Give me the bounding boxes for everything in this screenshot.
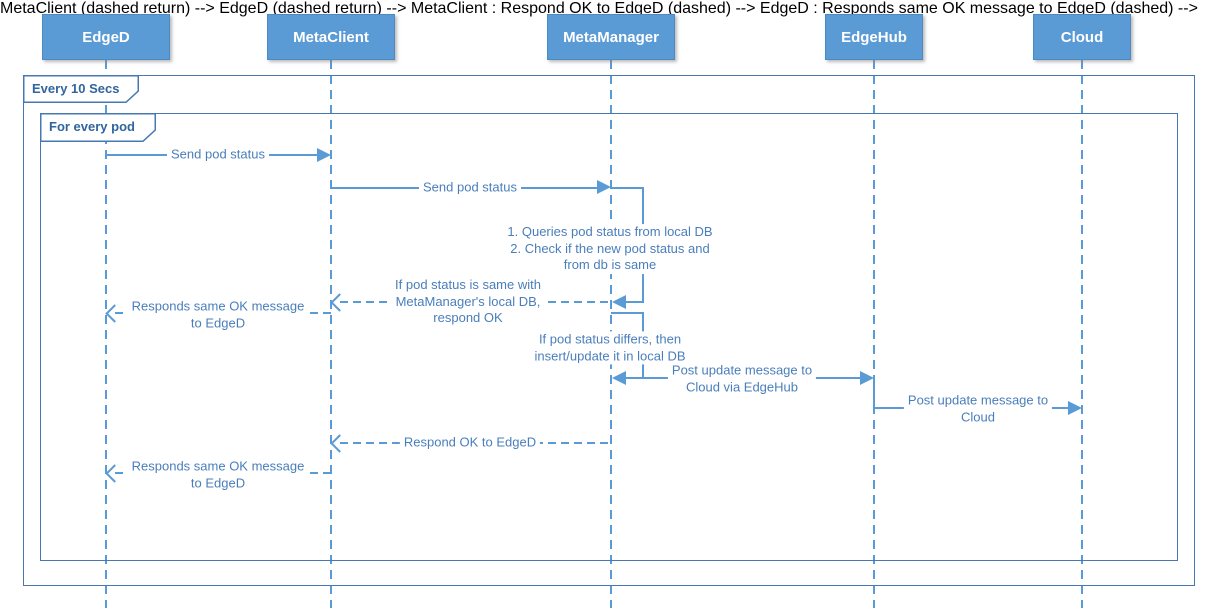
message-label-post-update-cloud: Post update message to Cloud [903,392,1053,426]
selfloop1-bottom-line [624,301,644,303]
actor-cloud: Cloud [1033,14,1131,60]
message-label-respond-ok-same: If pod status is same with MetaManager's… [391,277,545,327]
arrowhead-filled-left-icon [612,295,626,309]
message-elbow-edgehub [873,379,875,408]
lifeline-metaclient [330,60,332,608]
message-label-send-pod-status-1: Send pod status [167,146,269,164]
actor-metamanager: MetaManager [547,14,675,60]
fragment-for-every-pod [40,113,1178,561]
fragment-label-text: For every pod [49,119,135,134]
arrowhead-filled-right-icon [1068,401,1082,415]
fragment-label-shape [23,75,139,103]
fragment-label-every-10-secs: Every 10 Secs [23,75,139,103]
fragment-label-text: Every 10 Secs [32,81,120,96]
fragment-every-10-secs [23,75,1195,586]
arrowhead-filled-left-icon [612,371,626,385]
actor-metaclient: MetaClient [267,14,395,60]
actor-edgehub: EdgeHub [825,14,923,60]
message-label-responds-same-ok-1: Responds same OK message to EdgeD [127,298,309,332]
message-label-post-update-edgehub: Post update message to Cloud via EdgeHub [667,362,817,396]
arrowhead-filled-right-icon [860,371,874,385]
fragment-label-shape [40,113,156,142]
lifeline-edged [105,60,107,608]
selfloop1-top-line [611,187,644,189]
message-label-responds-same-ok-2: Responds same OK message to EdgeD [127,458,309,492]
selfloop1-note: 1. Queries pod status from local DB 2. C… [503,224,717,274]
selfloop2-top-line [611,312,644,314]
lifeline-edgehub [873,60,875,608]
lifeline-cloud [1081,60,1083,608]
fragment-label-for-every-pod: For every pod [40,113,156,142]
message-label-respond-ok-edged: Respond OK to EdgeD [399,434,541,452]
arrowhead-filled-right-icon [597,180,611,194]
selfloop2-note: If pod status differs, then insert/updat… [530,331,690,365]
arrowhead-filled-right-icon [317,148,331,162]
message-label-send-pod-status-2: Send pod status [419,179,521,197]
actor-edged: EdgeD [42,14,170,60]
